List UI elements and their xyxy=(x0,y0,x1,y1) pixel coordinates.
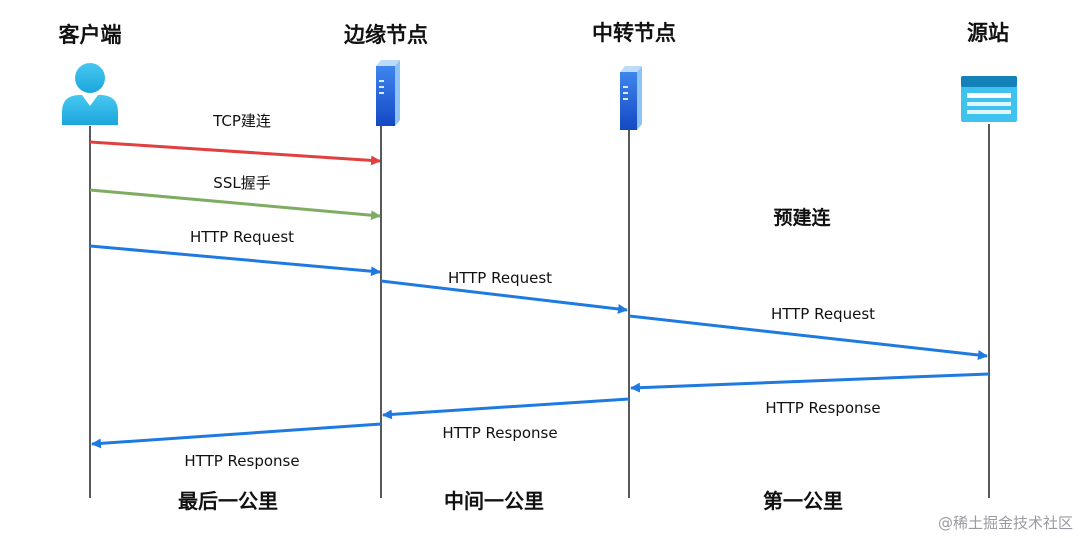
message-arrow-request-3 xyxy=(628,314,988,360)
message-arrow-request-1 xyxy=(89,244,381,277)
message-label-response-1: HTTP Response xyxy=(765,399,880,417)
server-icon xyxy=(376,60,400,126)
web-page-icon xyxy=(961,76,1017,122)
actor-title-relay: 中转节点 xyxy=(592,21,676,45)
message-arrow-response-2 xyxy=(382,397,630,420)
message-label-request-3: HTTP Request xyxy=(771,305,875,323)
message-arrow-ssl xyxy=(89,188,381,221)
note-pre-connect: 预建连 xyxy=(773,206,831,229)
actor-title-edge: 边缘节点 xyxy=(344,23,428,47)
message-label-response-3: HTTP Response xyxy=(184,452,299,470)
message-label-request-2: HTTP Request xyxy=(448,269,552,287)
message-arrow-tcp xyxy=(89,140,381,166)
segment-label-last-mile: 最后一公里 xyxy=(178,489,278,513)
message-label-ssl: SSL握手 xyxy=(213,174,270,192)
segment-label-first-mile: 第一公里 xyxy=(763,489,843,513)
server-icon xyxy=(620,66,642,130)
message-arrow-response-3 xyxy=(91,422,382,449)
message-arrow-request-2 xyxy=(380,279,628,314)
user-icon xyxy=(62,63,118,125)
segment-label-middle-mile: 中间一公里 xyxy=(444,489,544,513)
actor-title-origin: 源站 xyxy=(967,21,1009,45)
actor-title-client: 客户端 xyxy=(59,23,122,47)
message-arrow-response-1 xyxy=(630,372,990,393)
watermark: @稀土掘金技术社区 xyxy=(938,514,1073,532)
message-label-tcp: TCP建连 xyxy=(212,112,271,130)
message-label-response-2: HTTP Response xyxy=(442,424,557,442)
message-label-request-1: HTTP Request xyxy=(190,228,294,246)
